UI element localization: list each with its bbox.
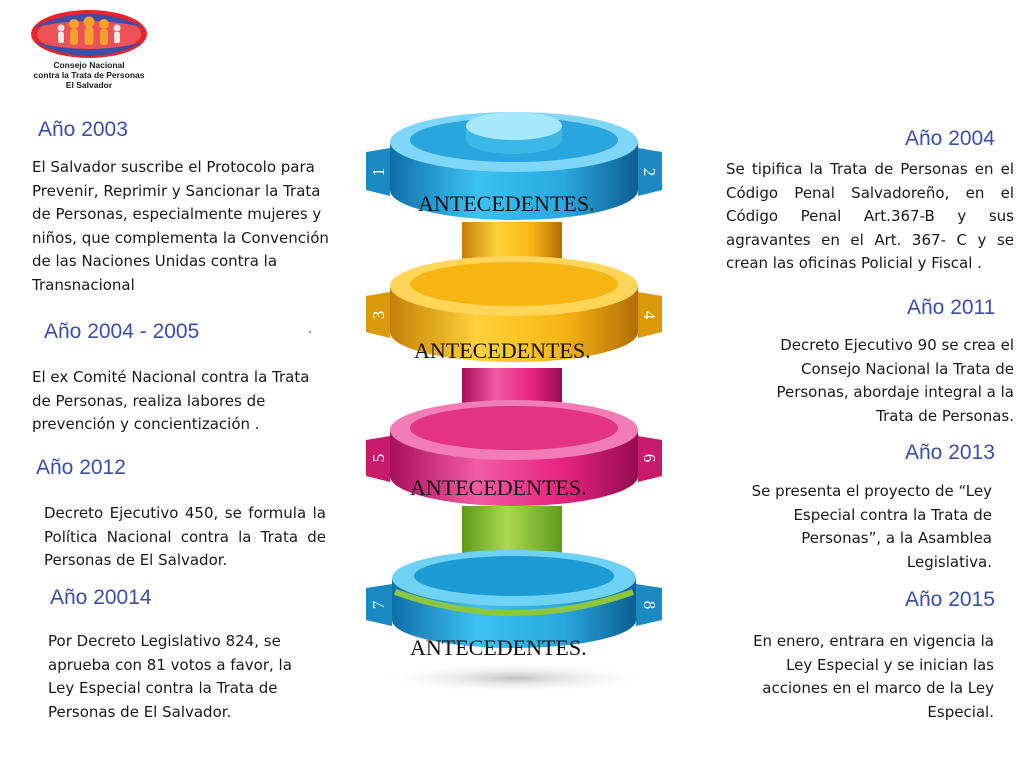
tier-3 — [390, 400, 638, 506]
event-text: En enero, entrara en vigencia la Ley Esp… — [753, 632, 994, 721]
tier-number: 7 — [369, 600, 388, 609]
year-heading: Año 2003 — [38, 118, 128, 141]
tier-number: 8 — [640, 601, 659, 610]
tier-number: 1 — [369, 168, 388, 177]
tier-4 — [392, 550, 636, 648]
tier-number: 4 — [640, 311, 659, 320]
tier-label: ANTECEDENTES. — [410, 635, 587, 660]
year-heading: Año 2013 — [905, 441, 995, 464]
event-text: Se tipifica la Trata de Personas en el C… — [726, 160, 1014, 272]
number-tabs — [366, 148, 662, 626]
tier-number: 5 — [369, 454, 388, 463]
tier-label: ANTECEDENTES. — [418, 191, 595, 216]
event-text: Por Decreto Legislativo 824, se aprueba … — [48, 632, 292, 721]
logo-text: Consejo Nacional contra la Trata de Pers… — [14, 60, 164, 90]
logo-line: contra la Trata de Personas — [33, 70, 145, 80]
event-text: Decreto Ejecutivo 450, se formula la Pol… — [44, 504, 326, 569]
year-heading: Año 20014 — [50, 586, 152, 609]
year-heading: Año 2004 - 2005 — [44, 320, 200, 343]
year-heading: Año 2015 — [905, 588, 995, 611]
tier-label: ANTECEDENTES. — [414, 338, 591, 363]
stacked-tiers-diagram: 1 2 3 4 5 6 7 8 ANTECEDENTES. ANTECEDENT… — [366, 112, 662, 694]
tier-number: 2 — [640, 168, 659, 177]
event-text: Decreto Ejecutivo 90 se crea el Consejo … — [776, 336, 1014, 425]
year-heading: Año 2004 — [905, 127, 995, 150]
event-text: El Salvador suscribe el Protocolo para P… — [32, 158, 329, 294]
tier-1 — [390, 112, 638, 220]
logo-line: Consejo Nacional — [53, 60, 125, 70]
year-heading: Año 2011 — [907, 296, 996, 319]
logo-line: El Salvador — [65, 80, 113, 90]
year-heading: Año 2012 — [36, 456, 126, 479]
logo — [14, 6, 164, 96]
logo-emblem-icon — [31, 10, 147, 58]
event-text: Se presenta el proyecto de “Ley Especial… — [751, 482, 992, 571]
tier-label: ANTECEDENTES. — [410, 475, 587, 500]
tier-number: 3 — [369, 311, 388, 320]
tier-2 — [390, 256, 638, 362]
event-text: El ex Comité Nacional contra la Trata de… — [32, 368, 310, 433]
tier-number: 6 — [640, 454, 659, 463]
stray-dot: . — [308, 320, 312, 336]
